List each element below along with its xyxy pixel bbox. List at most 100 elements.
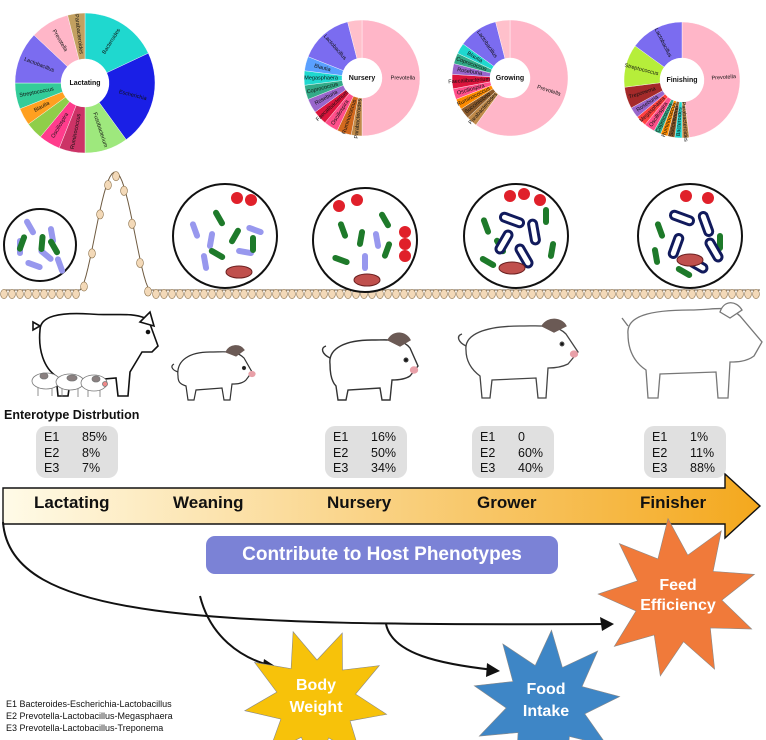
epithelial-cell (232, 289, 240, 299)
coccus (351, 194, 363, 206)
bacterium (337, 221, 349, 239)
bacterium (654, 221, 666, 239)
spirochete (667, 232, 685, 260)
large-bacterium (225, 265, 253, 279)
epithelial-cell (312, 289, 320, 299)
epithelial-cell (144, 286, 152, 297)
epithelial-cell (496, 289, 504, 299)
epithelial-cell (8, 289, 16, 299)
bacterium (543, 207, 549, 225)
slice-label: Roseburia (457, 67, 484, 77)
donut-center-label: Finishing (666, 77, 697, 84)
bacterium (675, 266, 693, 278)
epithelial-cell (544, 289, 552, 299)
e2-key: E2 (480, 445, 496, 460)
spirochete (668, 209, 696, 227)
donut-hole (490, 58, 530, 98)
large-bacterium (676, 253, 704, 267)
timeline-arrow (2, 472, 762, 540)
epithelial-cell (416, 289, 424, 299)
epithelial-cell (0, 289, 8, 299)
epithelial-cell (744, 289, 752, 299)
coccus (702, 192, 714, 204)
spirochete (498, 211, 526, 229)
epithelial-cell (40, 289, 48, 299)
e1-key: E1 (480, 430, 496, 444)
epithelial-cell (24, 289, 32, 299)
epithelial-cell (736, 289, 744, 299)
finisher-pig-icon (621, 302, 763, 399)
epithelial-cell (608, 289, 616, 299)
coccus (333, 200, 345, 212)
intestinal-lining (0, 171, 760, 299)
e3-key: E3 (333, 461, 349, 475)
host-phenotypes-banner: Contribute to Host Phenotypes (206, 536, 558, 574)
coccus (680, 190, 692, 202)
weaning-pig-icon (171, 345, 256, 401)
bacterium (208, 248, 226, 260)
bacterium (479, 256, 497, 268)
donut-finishing: PrevotellaParabacteroidesBacteroidesSucc… (624, 21, 741, 142)
epithelial-cell (680, 289, 688, 299)
bacterium (356, 229, 366, 247)
bacterium (206, 231, 216, 249)
e3-key: E3 (44, 461, 60, 475)
food-label: Food (526, 681, 565, 698)
bacteria-circle (312, 187, 418, 293)
donut-center-label: Nursery (349, 75, 376, 82)
legend-e3: E3 Prevotella-Lactobacillus-Treponema (6, 723, 164, 733)
epithelial-cell (256, 289, 264, 299)
epithelial-cell (584, 289, 592, 299)
large-bacterium (498, 261, 526, 275)
e3-value: 40% (518, 461, 544, 475)
stage-weaning: Weaning (173, 493, 244, 512)
epithelial-cell (568, 289, 576, 299)
donut-center-label: Growing (496, 75, 524, 82)
epithelial-cell (336, 289, 344, 299)
slice-label: Blautia (313, 63, 332, 73)
weight-label: Weight (289, 699, 343, 716)
epithelial-cell (128, 218, 136, 229)
epithelial-cell (64, 289, 72, 299)
stage-finisher: Finisher (640, 493, 707, 512)
epithelial-cell (208, 289, 216, 299)
epithelial-cell (552, 289, 560, 299)
grower-pig-icon (457, 318, 579, 399)
epithelial-cell (504, 289, 512, 299)
bacterium (250, 235, 256, 253)
piglets-icon (31, 372, 108, 397)
epithelial-cell (288, 289, 296, 299)
stage-nursery: Nursery (327, 493, 392, 512)
epithelial-cell (560, 289, 568, 299)
epithelial-cell (648, 289, 656, 299)
epithelial-cell (720, 289, 728, 299)
body-weight-burst: Body Weight (243, 630, 388, 740)
e1-key: E1 (44, 430, 60, 444)
e1-value: 0 (518, 430, 525, 444)
bacterium (379, 211, 391, 229)
slice-label: Megasphaera (304, 75, 339, 81)
epithelial-cell (392, 289, 400, 299)
epithelial-cell (600, 289, 608, 299)
spirochete (527, 218, 541, 246)
epithelial-cell (512, 289, 520, 299)
epithelial-cell (136, 258, 144, 268)
e3-key: E3 (480, 461, 496, 475)
bacterium (200, 253, 210, 271)
slice-label: Succinivibrio (669, 105, 681, 136)
phenotype-arrows (2, 521, 611, 671)
epithelial-cell (712, 289, 720, 299)
epithelial-cell (192, 289, 200, 299)
donut-hole (660, 58, 704, 102)
coccus (534, 194, 546, 206)
epithelial-cell (528, 289, 536, 299)
e3-key: E3 (652, 461, 668, 475)
coccus (399, 226, 411, 238)
stage-lactating: Lactating (34, 493, 110, 512)
e1-value: 16% (371, 430, 397, 444)
epithelial-cell (304, 289, 312, 299)
e2-value: 11% (690, 445, 715, 460)
epithelial-cell (80, 281, 88, 292)
enterotype-title: Enterotype Distrbution (4, 408, 140, 422)
